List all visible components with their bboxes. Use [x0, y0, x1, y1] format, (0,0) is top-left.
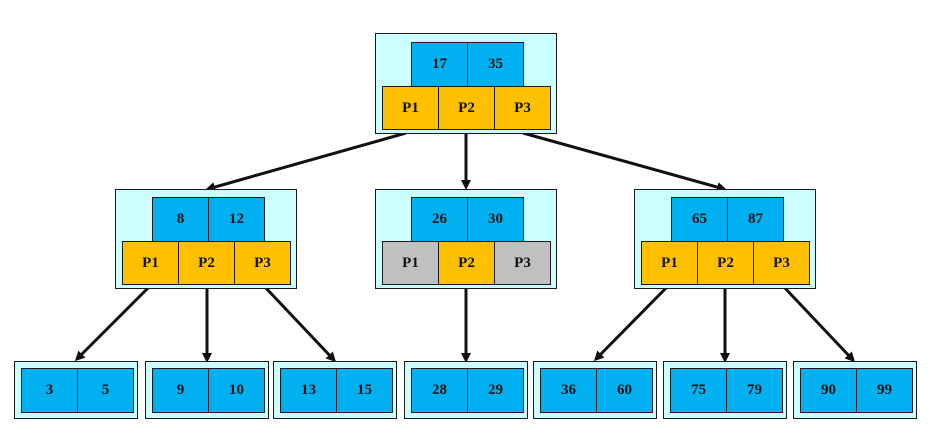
root-key-1: 17: [411, 42, 468, 87]
internal-right-key-1: 65: [671, 197, 728, 242]
edge-left-p1: [74, 284, 152, 362]
internal-left-key-1: 8: [152, 197, 209, 242]
leaf-node-3: 13 15: [273, 361, 397, 419]
internal-left-pointer-2: P2: [178, 241, 235, 285]
root-node: 17 35 P1 P2 P3: [375, 33, 557, 134]
leaf-6-key-1: 75: [670, 368, 727, 413]
internal-middle-key-2: 30: [467, 197, 524, 242]
leaf-3-key-1: 13: [280, 368, 337, 413]
leaf-2-key-1: 9: [152, 368, 209, 413]
internal-node-right: 65 87 P1 P2 P3: [634, 189, 816, 289]
root-pointer-1: P1: [382, 86, 439, 130]
internal-middle-key-1: 26: [411, 197, 468, 242]
internal-left-pointer-3: P3: [234, 241, 291, 285]
internal-right-key-2: 87: [727, 197, 784, 242]
leaf-1-key-2: 5: [77, 368, 134, 413]
internal-right-pointer-3: P3: [753, 241, 810, 285]
edge-root-p3: [522, 131, 727, 192]
internal-node-middle: 26 30 P1 P2 P3: [375, 189, 557, 289]
leaf-1-key-1: 3: [21, 368, 78, 413]
internal-middle-pointer-3: P3: [494, 241, 551, 285]
leaf-node-2: 9 10: [145, 361, 269, 419]
leaf-node-6: 75 79: [663, 361, 787, 419]
leaf-node-5: 36 60: [533, 361, 657, 419]
root-pointer-3: P3: [494, 86, 551, 130]
root-key-2: 35: [467, 42, 524, 87]
internal-node-left: 8 12 P1 P2 P3: [115, 189, 297, 289]
leaf-5-key-1: 36: [540, 368, 597, 413]
leaf-5-key-2: 60: [596, 368, 653, 413]
internal-middle-pointer-1: P1: [382, 241, 439, 285]
edge-right-p1: [593, 284, 670, 362]
internal-left-key-2: 12: [208, 197, 265, 242]
leaf-7-key-1: 90: [800, 368, 857, 413]
edge-left-p3: [262, 284, 337, 363]
edge-right-p3: [781, 284, 856, 363]
leaf-node-1: 3 5: [14, 361, 138, 419]
root-pointer-2: P2: [438, 86, 495, 130]
internal-right-pointer-2: P2: [697, 241, 754, 285]
leaf-node-7: 90 99: [793, 361, 917, 419]
internal-left-pointer-1: P1: [122, 241, 179, 285]
internal-middle-pointer-2: P2: [438, 241, 495, 285]
leaf-4-key-1: 28: [411, 368, 468, 413]
leaf-7-key-2: 99: [856, 368, 913, 413]
leaf-6-key-2: 79: [726, 368, 783, 413]
leaf-2-key-2: 10: [208, 368, 265, 413]
leaf-3-key-2: 15: [336, 368, 393, 413]
leaf-node-4: 28 29: [404, 361, 528, 419]
internal-right-pointer-1: P1: [641, 241, 698, 285]
edge-root-p1: [205, 131, 407, 192]
leaf-4-key-2: 29: [467, 368, 524, 413]
